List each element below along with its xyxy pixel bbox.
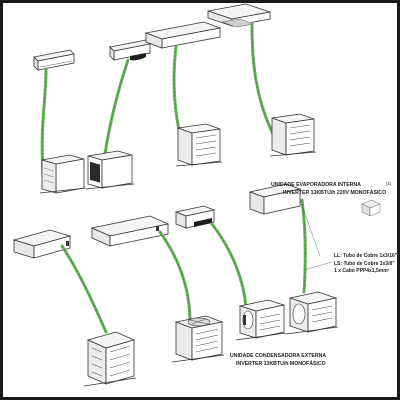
floor-console-indoor-unit [12, 229, 72, 259]
set-7-wall-split [174, 205, 287, 341]
refrigerant-pipe-5 [60, 244, 108, 334]
underceiling-indoor-unit [144, 21, 222, 49]
refrigerant-pipe-7-highlight [211, 223, 247, 309]
condenser-unit-8 [285, 291, 339, 335]
cassette-indoor-unit [207, 3, 271, 28]
condenser-unit-3 [175, 123, 223, 167]
refrigerant-pipe-1-highlight [41, 68, 47, 176]
wall-split-indoor-unit-1 [33, 49, 75, 71]
refrigerant-pipe-4-highlight [251, 25, 277, 141]
condenser-unit-4 [269, 113, 317, 157]
refrigerant-pipe-2 [102, 58, 130, 162]
set-5-floor-console [12, 229, 137, 387]
evaporator-label-line-1: UNIDADE EVAPORADORA INTERNA [271, 182, 361, 188]
refrigerant-pipe-5-highlight [61, 245, 107, 333]
set-6-long-wall-unit [90, 215, 225, 363]
set-1-wall-split [33, 49, 87, 194]
condenser-unit-2 [85, 150, 135, 190]
evaporator-label-line-2: INVERTER 13KBTU/h 220V MONOFÁSICO [283, 190, 387, 196]
reference-unit-icon [361, 199, 381, 217]
pipe-spec-cable: 1 x Cabo PPP4x1,5mm² [334, 268, 390, 274]
refrigerant-pipe-7 [210, 222, 248, 310]
condenser-label-line-1: UNIDADE CONDENSADORA EXTERNA [230, 353, 327, 359]
wall-split-indoor-unit-2 [109, 39, 151, 61]
condenser-unit-7 [235, 299, 287, 341]
set-2-wall-split [85, 39, 151, 190]
condenser-label-line-2: INVERTER 13KBTU/h MONOFÁSICO [236, 361, 326, 367]
long-wall-indoor-unit [90, 215, 170, 247]
set-4-cassette [207, 3, 317, 157]
wall-split-indoor-unit-4 [248, 183, 302, 215]
set-3-ceiling-unit [144, 21, 223, 167]
pipe-spec-liquid-line: LL: Tubo de Cobre 1x3/16" [334, 253, 398, 259]
pipe-spec-suction-line: LS: Tubo de Cobre 1x3/8" [334, 261, 395, 267]
refrigerant-pipe-2-highlight [103, 59, 129, 161]
condenser-unit-5 [83, 331, 137, 387]
leader-lines [299, 199, 333, 271]
wall-split-indoor-unit-3 [174, 205, 216, 229]
evaporator-label-superscript: (1) [386, 181, 392, 186]
condenser-unit-6 [171, 315, 225, 363]
refrigerant-pipe-6 [158, 230, 192, 324]
refrigerant-pipe-6-highlight [159, 231, 191, 323]
condenser-unit-1 [39, 154, 87, 194]
